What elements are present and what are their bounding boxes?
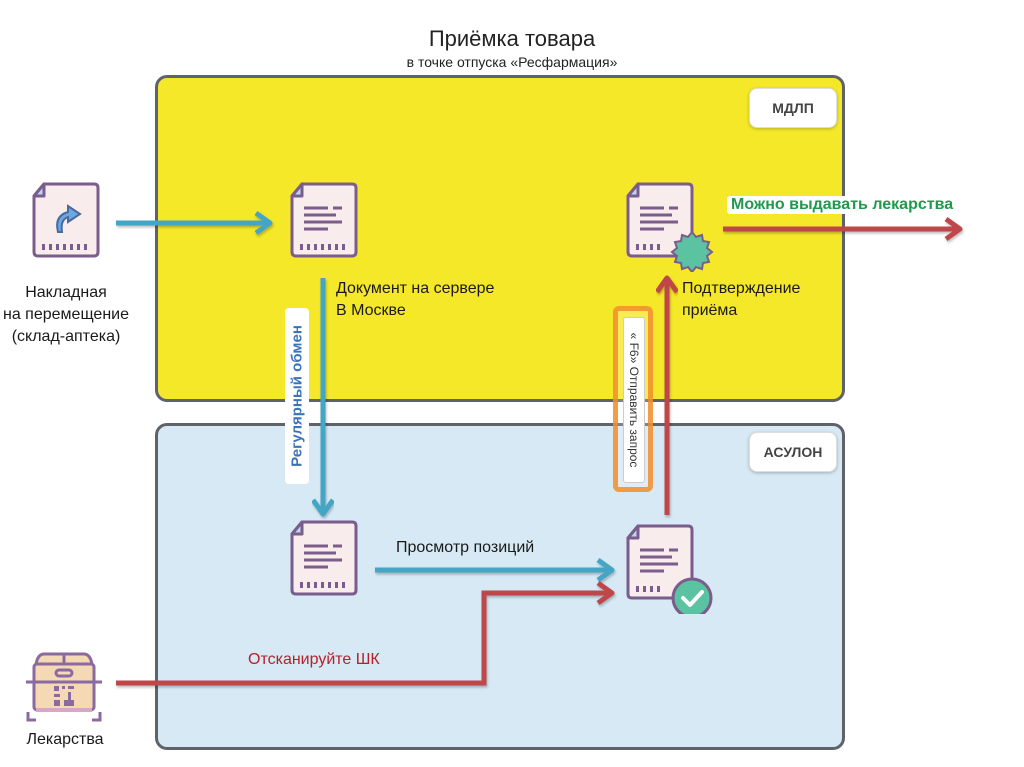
confirmation-label: Подтверждение приёма: [682, 278, 800, 322]
zone-asulon-badge: АСУЛОН: [749, 432, 837, 472]
arrow-send-request: [654, 275, 680, 515]
confirmation-label-line: приёма: [682, 302, 738, 319]
arrow-invoice-to-server: [116, 210, 273, 236]
arrow-can-dispense: [723, 216, 963, 242]
diagram-subtitle: в точке отпуска «Ресфармация»: [406, 54, 618, 70]
zone-mdlp-badge: МДЛП: [749, 88, 837, 128]
regular-exchange-text: Регулярный обмен: [288, 325, 306, 467]
server-doc-label: Документ на сервере В Москве: [336, 278, 494, 322]
zone-asulon: [155, 423, 845, 750]
arrow-regular-exchange: [310, 278, 336, 517]
send-request-button[interactable]: « F6» Отправить запрос: [623, 317, 645, 483]
send-request-text: « F6» Отправить запрос: [627, 332, 641, 468]
invoice-label-line: (склад-аптека): [11, 328, 121, 345]
server-doc-label-line: В Москве: [336, 302, 406, 319]
send-request-button-highlight[interactable]: « F6» Отправить запрос: [613, 306, 653, 492]
scan-barcode-label: Отсканируйте ШК: [248, 651, 380, 668]
arrow-scan-barcode: [116, 580, 615, 686]
document-certificate-icon: [626, 182, 714, 272]
can-dispense-label: Можно выдавать лекарства: [727, 196, 958, 214]
view-positions-label: Просмотр позиций: [396, 539, 535, 556]
confirmation-label-line: Подтверждение: [682, 280, 801, 297]
document-checked-icon: [626, 524, 713, 614]
document-icon: [290, 182, 358, 258]
regular-exchange-label: Регулярный обмен: [285, 308, 309, 484]
document-icon: [290, 520, 358, 596]
server-doc-label-line: Документ на сервере: [336, 280, 495, 297]
invoice-label-line: Накладная: [25, 284, 107, 301]
invoice-label: Накладная на перемещение (склад-аптека): [0, 282, 132, 348]
arrow-view-positions: [375, 557, 615, 583]
invoice-label-line: на перемещение: [3, 306, 129, 323]
diagram-title: Приёмка товара: [428, 26, 596, 51]
medicines-label: Лекарства: [26, 731, 104, 748]
document-share-icon: [32, 182, 100, 258]
zone-mdlp: [155, 75, 845, 402]
box-barcode-icon: [26, 652, 102, 722]
